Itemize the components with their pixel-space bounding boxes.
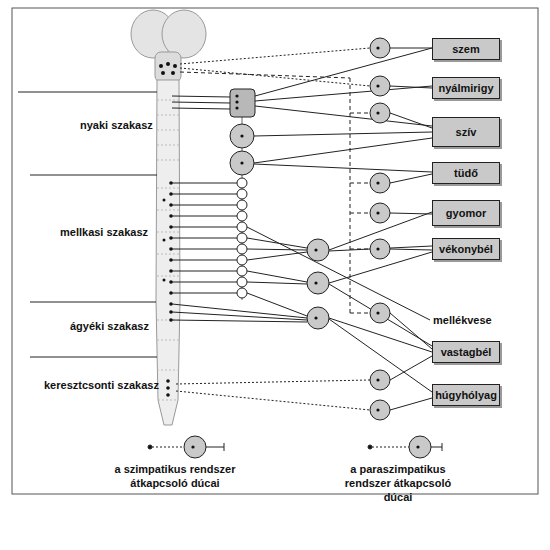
spinal-cord [156,80,180,425]
organ-name: tüdő [454,167,478,179]
organ-box: szív [432,117,500,147]
legend-text: a paraszimpatikus rendszer átkapcsoló dú… [333,462,463,504]
organ-name: húgyhólyag [435,389,497,401]
organ-name: vékonybél [439,243,493,255]
sympathetic-ganglia [230,89,329,329]
organ-box: vastagbél [432,341,500,363]
section-label: ágyéki szakasz [70,320,149,332]
organ-name: vastagbél [441,346,492,358]
organ-box: vékonybél [432,238,500,260]
organ-box: gyomor [432,200,500,226]
sympathetic-nerves [172,48,432,392]
organ-name: szem [452,43,480,55]
parasympathetic-ganglia [370,38,390,420]
parasympathetic-nerves [176,48,432,410]
section-lines [18,92,157,357]
organ-name: szív [456,126,477,138]
organ-name: nyálmirigy [438,82,493,94]
organ-box: szem [432,38,500,60]
frame [12,8,538,494]
legend-samples [148,436,442,458]
section-label: nyaki szakasz [80,119,153,131]
brain [131,10,206,82]
organ-box: tüdő [432,162,500,184]
organ-label: mellékvese [433,314,492,326]
section-label: mellkasi szakasz [60,226,148,238]
section-label: keresztcsonti szakasz [44,379,159,391]
organ-name: gyomor [446,207,486,219]
organ-box: húgyhólyag [432,384,500,406]
organ-box: nyálmirigy [432,77,500,99]
legend-text: a szimpatikus rendszer átkapcsoló dúcai [110,462,240,490]
